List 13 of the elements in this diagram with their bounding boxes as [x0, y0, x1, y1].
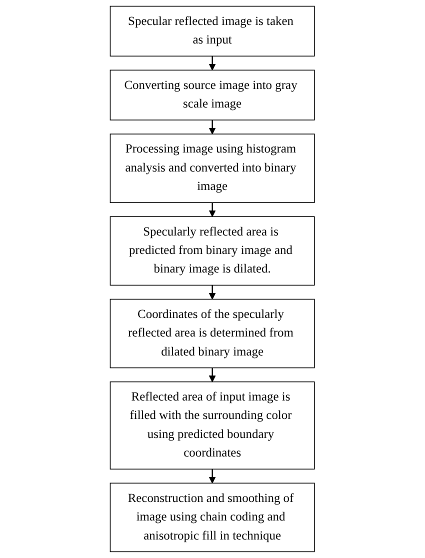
- arrow: [209, 56, 216, 70]
- node-box: Specularly reflected area is predicted from binary image and binary image is dilated.: [110, 216, 315, 286]
- arrow: [209, 368, 216, 382]
- node-box: Reconstruction and smoothing of image using chain coding and anisotropic fill in technique: [110, 482, 315, 552]
- arrow: [209, 469, 216, 484]
- arrow: [209, 120, 216, 134]
- arrow: [209, 285, 216, 300]
- node-box: Reflected area of input image is filled with the surrounding color using predicted boundary coordinates: [110, 381, 315, 470]
- node-box: Converting source image into gray scale image: [110, 70, 315, 120]
- arrow: [209, 202, 216, 217]
- node-box: Coordinates of the specularly reflected area is determined from dilated binary image: [110, 298, 315, 368]
- node-box: Specular reflected image is taken as input: [110, 6, 315, 56]
- node-box: Processing image using histogram analysis and converted into binary image: [110, 134, 315, 203]
